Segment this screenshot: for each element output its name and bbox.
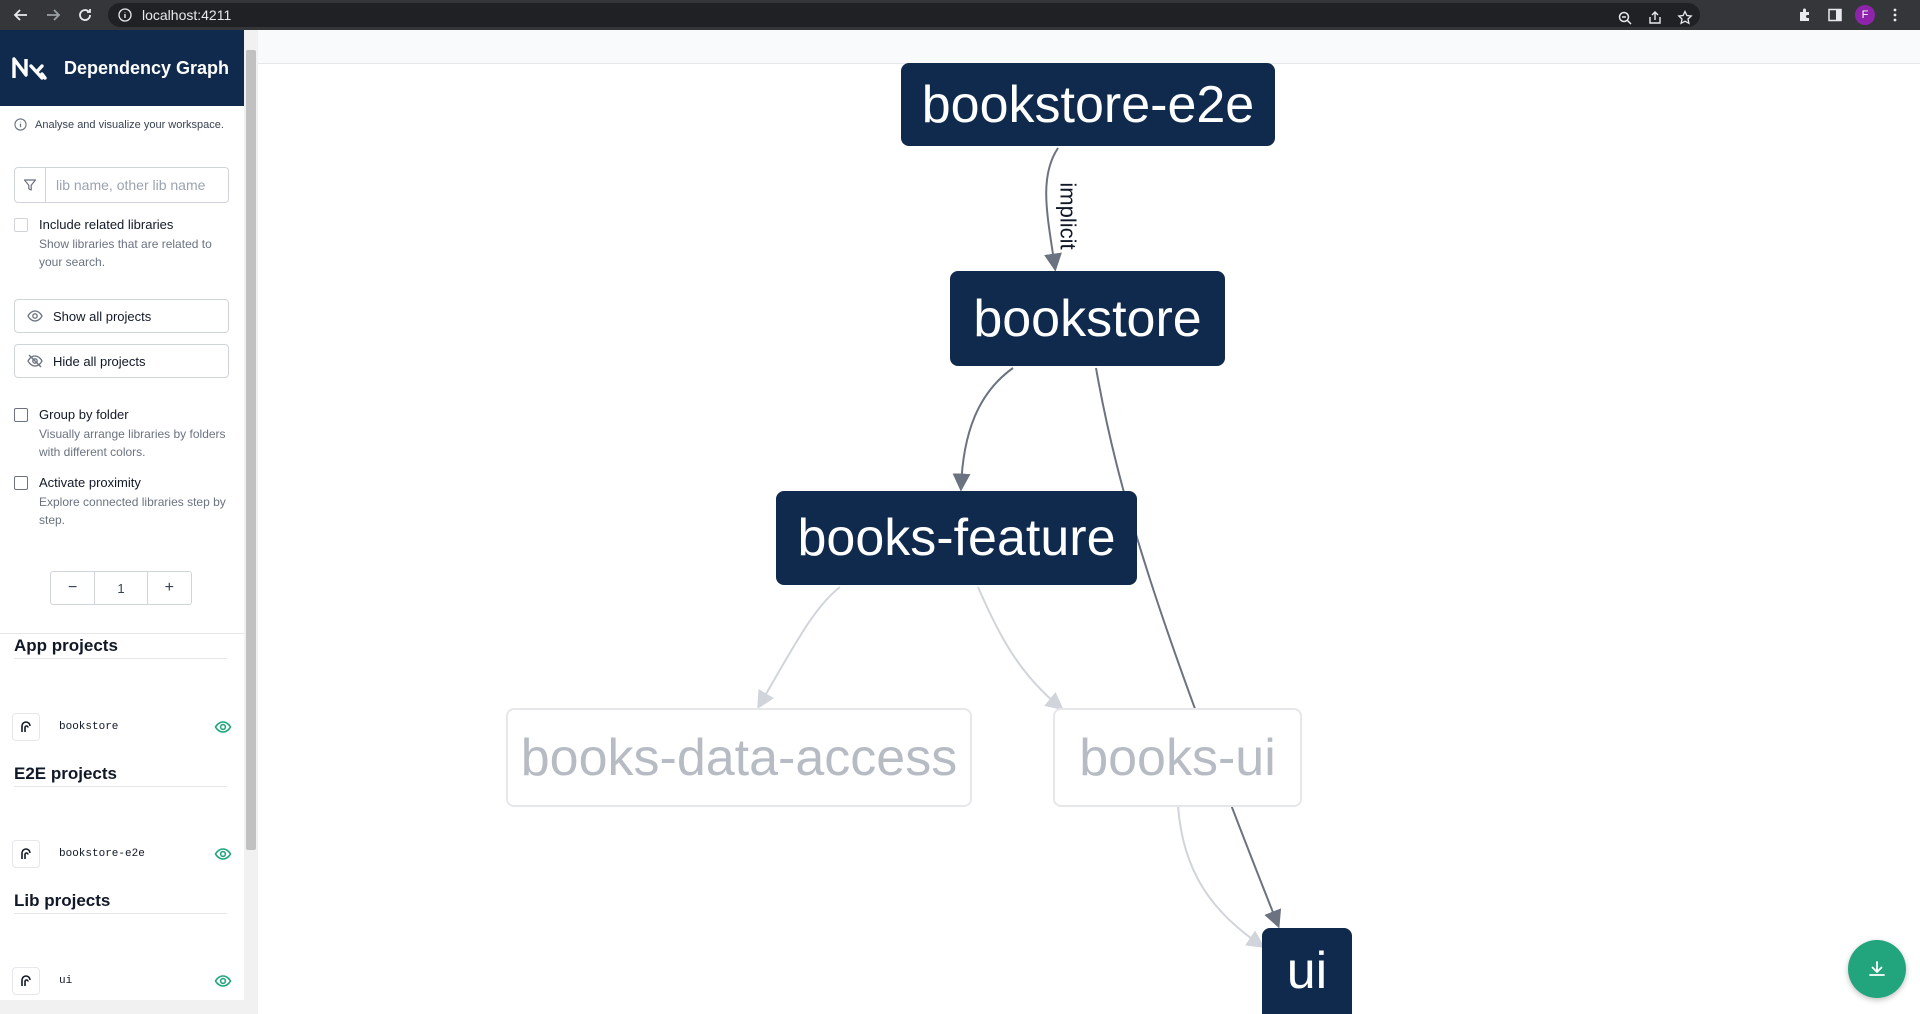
extensions-icon[interactable] [1790,0,1820,30]
graph-node-ui[interactable]: ui [1262,928,1352,1014]
workspace-description: Analyse and visualize your workspace. [14,118,224,131]
eye-icon[interactable] [214,718,232,736]
include-related-label[interactable]: Include related libraries [39,217,174,232]
sidebar-header: Dependency Graph [0,30,244,106]
proximity-value[interactable]: 1 [94,572,148,604]
show-all-label: Show all projects [53,308,152,324]
back-icon[interactable] [6,0,36,30]
canvas-toolbar [258,30,1920,64]
divider [0,633,244,634]
graph-node-books-data-access[interactable]: books-data-access [506,708,972,807]
scrollbar-thumb[interactable] [246,50,256,850]
sidebar: Dependency Graph Analyse and visualize y… [0,30,245,1014]
zoom-icon[interactable] [1610,3,1640,33]
proximity-label[interactable]: Activate proximity [39,475,141,490]
edge-bookstore-to-books-feature [952,367,1014,492]
edge-books-feature-to-books-ui [977,586,1064,711]
group-by-folder-checkbox[interactable] [14,408,28,422]
proximity-stepper: − 1 + [50,571,192,605]
nx-logo-icon [12,57,47,80]
eye-off-icon [27,354,43,368]
graph-edges [757,147,1282,949]
info-circle-icon [14,118,27,131]
edge-bookstore-to-ui [1095,367,1282,929]
bookmark-star-icon[interactable] [1670,3,1700,33]
side-panel-icon[interactable] [1820,0,1850,30]
group-by-folder-help: Visually arrange libraries by folders wi… [39,427,226,459]
graph-node-bookstore[interactable]: bookstore [950,271,1225,366]
profile-avatar[interactable]: F [1850,0,1880,30]
description-text: Analyse and visualize your workspace. [35,118,224,131]
project-name: bookstore [59,721,119,733]
section-divider [14,786,227,787]
info-icon[interactable] [118,8,132,22]
edge-books-feature-to-books-data-access [757,586,841,710]
menu-kebab-icon[interactable] [1880,0,1910,30]
filter-icon [15,168,46,202]
section-title-e2e: E2E projects [14,764,117,783]
app-project-icon [12,713,40,741]
horizontal-scrollbar[interactable] [0,1000,258,1014]
eye-icon[interactable] [214,972,232,990]
search-input[interactable] [54,176,228,194]
download-graph-button[interactable] [1848,940,1906,998]
edge-bookstore-e2e-to-bookstore [1044,147,1062,272]
project-name: bookstore-e2e [59,848,145,860]
search-field[interactable] [14,167,229,203]
eye-icon [27,310,43,322]
section-title-app: App projects [14,636,118,655]
avatar[interactable]: F [1855,5,1875,25]
decrement-button[interactable]: − [68,579,78,596]
app-title: Dependency Graph [64,58,230,78]
address-bar[interactable]: localhost:4211 [108,3,1700,27]
project-item-bookstore-e2e[interactable]: bookstore-e2e [12,838,232,870]
hide-all-projects-button[interactable]: Hide all projects [14,344,229,378]
forward-icon[interactable] [38,0,68,30]
proximity-checkbox[interactable] [14,476,28,490]
section-divider [14,658,227,659]
reload-icon[interactable] [70,0,100,30]
graph-node-books-feature[interactable]: books-feature [776,491,1137,585]
project-name: ui [59,975,73,987]
project-item-bookstore[interactable]: bookstore [12,711,232,743]
graph-node-books-ui[interactable]: books-ui [1053,708,1302,807]
show-all-projects-button[interactable]: Show all projects [14,299,229,333]
download-icon [1869,961,1885,976]
project-item-ui[interactable]: ui [12,965,232,997]
proximity-help: Explore connected libraries step by step… [39,495,226,527]
include-related-checkbox[interactable] [14,218,28,232]
eye-icon[interactable] [214,845,232,863]
dependency-graph-canvas[interactable]: implicit bookstore-e2e bookstore books-f… [258,63,1920,1014]
section-title-lib: Lib projects [14,891,111,910]
url-text[interactable]: localhost:4211 [142,7,232,23]
increment-button[interactable]: + [164,579,174,596]
graph-node-bookstore-e2e[interactable]: bookstore-e2e [901,63,1275,146]
group-by-folder-label[interactable]: Group by folder [39,407,129,422]
e2e-project-icon [12,840,40,868]
include-related-help: Show libraries that are related to your … [39,237,212,269]
sidebar-scrollbar[interactable] [244,30,258,1000]
lib-project-icon [12,967,40,995]
browser-toolbar: localhost:4211 F [0,0,1920,30]
section-divider [14,913,227,914]
share-icon[interactable] [1640,3,1670,33]
hide-all-label: Hide all projects [53,353,146,369]
edge-label-implicit: implicit [1055,182,1081,250]
edge-books-ui-to-ui [1177,805,1265,949]
